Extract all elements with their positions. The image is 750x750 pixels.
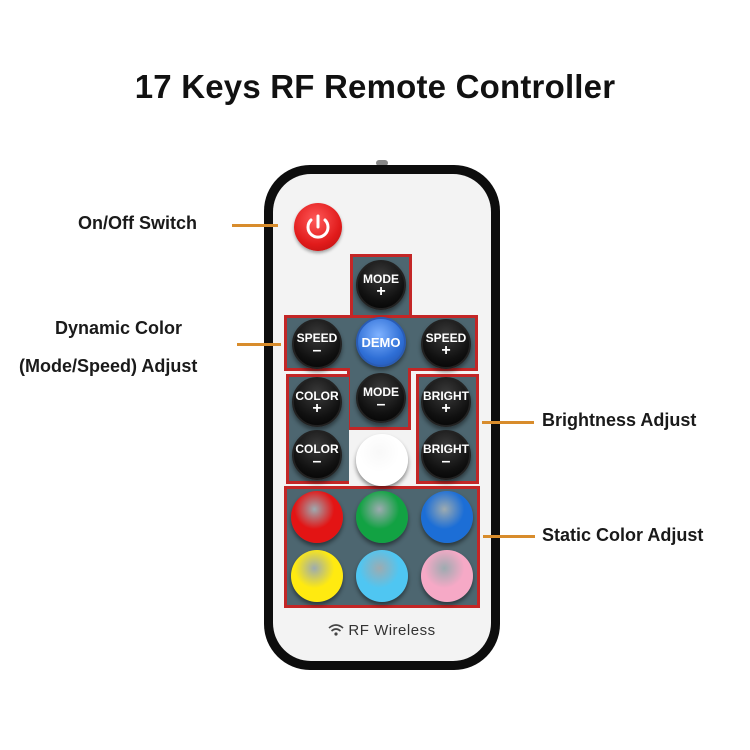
power-icon <box>306 214 330 239</box>
demo-button[interactable]: DEMO <box>356 317 406 367</box>
dynamic-leader-line <box>237 343 281 346</box>
speed-plus-sign: + <box>441 341 451 359</box>
mode-minus-sign: – <box>376 395 386 413</box>
green-color-button[interactable] <box>356 491 408 543</box>
color-minus-button[interactable]: COLOR – <box>292 430 342 480</box>
blue-color-button[interactable] <box>421 491 473 543</box>
color-minus-label: COLOR <box>295 441 339 456</box>
color-plus-button[interactable]: COLOR + <box>292 377 342 427</box>
brightness-callout: Brightness Adjust <box>542 410 697 430</box>
rf-wireless-label: RF Wireless <box>264 622 500 639</box>
speed-plus-button[interactable]: SPEED + <box>421 319 471 369</box>
bright-plus-sign: + <box>441 399 451 417</box>
dynamic-callout-line2: (Mode/Speed) Adjust <box>19 356 198 376</box>
color-minus-sign: – <box>312 452 322 470</box>
wifi-icon <box>328 624 344 636</box>
brightness-leader-line <box>482 421 534 424</box>
yellow-color-button[interactable] <box>291 550 343 602</box>
bright-minus-label: BRIGHT <box>423 441 469 456</box>
red-color-button[interactable] <box>291 491 343 543</box>
speed-minus-sign: – <box>312 341 322 359</box>
bright-minus-button[interactable]: BRIGHT – <box>421 430 471 480</box>
white-color-button[interactable] <box>356 434 408 486</box>
static-color-callout: Static Color Adjust <box>542 525 704 545</box>
speed-plus-label: SPEED <box>425 330 467 345</box>
power-button[interactable] <box>294 203 342 251</box>
mode-minus-button[interactable]: MODE – <box>356 373 406 423</box>
bright-plus-button[interactable]: BRIGHT + <box>421 377 471 427</box>
onoff-leader-line <box>232 224 278 227</box>
mode-minus-label: MODE <box>363 384 399 399</box>
static-leader-line <box>483 535 535 538</box>
mode-plus-button[interactable]: MODE + <box>356 260 406 310</box>
bright-plus-label: BRIGHT <box>423 388 469 403</box>
mode-plus-sign: + <box>376 282 386 300</box>
color-plus-sign: + <box>312 399 322 417</box>
speed-minus-label: SPEED <box>296 330 338 345</box>
bright-minus-sign: – <box>441 452 451 470</box>
page-title: 17 Keys RF Remote Controller <box>134 68 616 105</box>
onoff-callout: On/Off Switch <box>78 213 197 233</box>
color-plus-label: COLOR <box>295 388 339 403</box>
dynamic-callout-line1: Dynamic Color <box>55 318 183 338</box>
pink-color-button[interactable] <box>421 550 473 602</box>
speed-minus-button[interactable]: SPEED – <box>292 319 342 369</box>
remote-top-notch <box>376 160 388 166</box>
rf-wireless-text: RF Wireless <box>348 622 436 639</box>
demo-label: DEMO <box>361 334 401 350</box>
cyan-color-button[interactable] <box>356 550 408 602</box>
mode-plus-label: MODE <box>363 271 399 286</box>
